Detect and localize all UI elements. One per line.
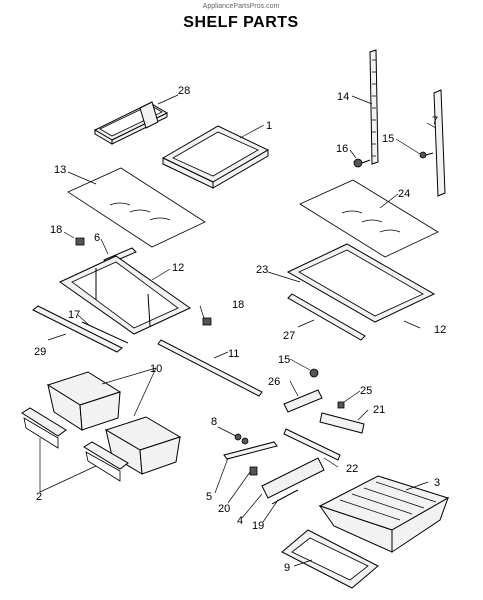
callout-18-right: 18 <box>232 299 244 311</box>
part-10-crisper-drawer-right-drawing <box>104 416 182 475</box>
part-20-clip-drawing <box>249 466 258 476</box>
callout-21: 21 <box>373 404 385 416</box>
part-10-crisper-drawer-left-drawing <box>46 371 122 431</box>
callout-15-top: 15 <box>382 133 394 145</box>
callout-12-left: 12 <box>172 262 184 274</box>
callout-10: 10 <box>150 363 162 375</box>
callout-27: 27 <box>283 330 295 342</box>
part-4-rail-support-drawing <box>261 457 325 499</box>
part-24-glass-panel-drawing <box>299 179 439 258</box>
part-3-basket-drawing <box>318 475 450 553</box>
callout-29: 29 <box>34 346 46 358</box>
watermark: AppliancePartsPros.com <box>203 3 280 10</box>
callout-17: 17 <box>68 309 80 321</box>
part-26-bracket-drawing <box>283 389 323 413</box>
callout-7: 7 <box>432 115 438 127</box>
callout-13: 13 <box>54 164 66 176</box>
callout-12-right: 12 <box>434 324 446 336</box>
callout-26: 26 <box>268 376 280 388</box>
callout-4: 4 <box>237 515 243 527</box>
callout-5: 5 <box>206 491 212 503</box>
callout-11: 11 <box>228 348 239 360</box>
callout-15-middle: 15 <box>278 354 290 366</box>
part-12-shelf-frame-left-drawing <box>59 255 191 335</box>
part-25-clip-drawing <box>337 401 345 409</box>
part-11-long-rod-drawing <box>157 339 263 397</box>
callout-9: 9 <box>284 562 290 574</box>
part-29-trim-strip-drawing <box>32 305 123 353</box>
part-2-drawer-front-bottom-drawing <box>83 441 129 482</box>
part-28-deli-tray-drawing <box>93 101 169 145</box>
part-21-bracket-drawing <box>319 412 365 434</box>
part-5-rail-drawing <box>223 441 278 460</box>
part-16-screw-drawing <box>353 158 371 168</box>
part-27-trim-strip-drawing <box>287 293 366 341</box>
callout-28: 28 <box>178 85 190 97</box>
callout-14: 14 <box>337 91 349 103</box>
part-7-vertical-bar-drawing <box>433 89 446 197</box>
part-8-screw-drawing <box>234 433 249 445</box>
callout-20: 20 <box>218 503 230 515</box>
part-19-rod-drawing <box>271 489 299 505</box>
part-13-glass-panel-drawing <box>67 167 206 248</box>
callout-24: 24 <box>398 188 410 200</box>
part-15-screw-top-drawing <box>419 151 434 159</box>
callout-1: 1 <box>266 120 272 132</box>
callout-leader-lines <box>39 94 437 567</box>
callout-8: 8 <box>211 416 217 428</box>
part-15-screw-middle-drawing <box>309 368 319 378</box>
callout-2: 2 <box>36 491 42 503</box>
part-22-rail-drawing <box>283 428 341 461</box>
callout-25: 25 <box>360 385 372 397</box>
part-18-clip-left-drawing <box>75 237 85 246</box>
callout-16: 16 <box>336 143 348 155</box>
callout-6: 6 <box>94 232 100 244</box>
page-title: SHELF PARTS <box>183 14 298 31</box>
part-18-clip-right-drawing <box>202 317 212 326</box>
part-14-vertical-rail-drawing <box>369 49 379 165</box>
callout-labels: 28 1 14 7 15 16 13 24 18 6 12 23 18 17 1… <box>34 85 446 574</box>
part-2-drawer-front-top-drawing <box>21 407 67 449</box>
callout-19: 19 <box>252 520 264 532</box>
callout-22: 22 <box>346 463 358 475</box>
callout-23: 23 <box>256 264 268 276</box>
part-1-shelf-drawing <box>161 125 270 189</box>
part-12-shelf-frame-right-drawing <box>286 243 436 323</box>
callout-3: 3 <box>434 477 440 489</box>
callout-18-left: 18 <box>50 224 62 236</box>
part-9-cover-drawing <box>281 529 379 589</box>
